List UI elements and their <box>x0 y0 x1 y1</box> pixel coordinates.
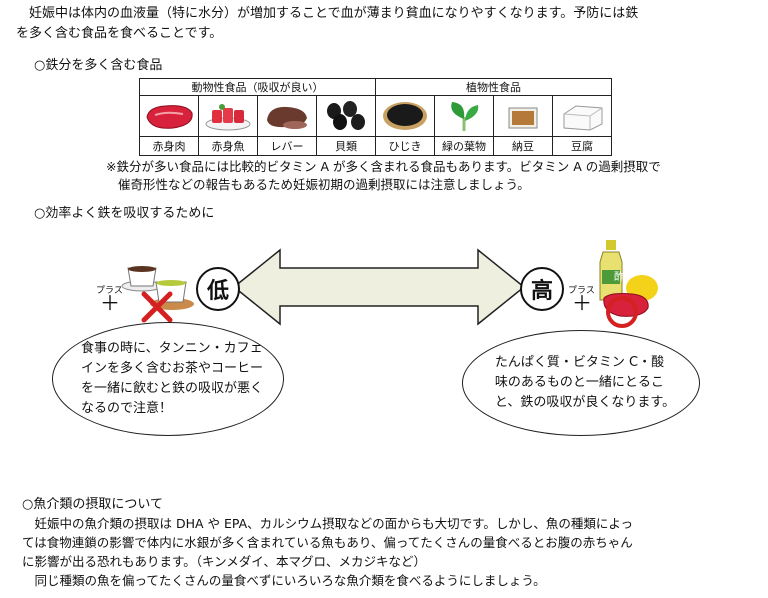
vinegar-lemon-meat-icon <box>599 240 658 328</box>
seafood-heading: ○魚介類の摂取について <box>22 497 163 512</box>
intro-line-1: 妊娠中は体内の血液量（特に水分）が増加することで血が薄まり貧血になりやすくなりま… <box>16 6 639 21</box>
intro-line-2: を多く含む食品を食べることです。 <box>16 26 223 41</box>
vitamin-a-note-line-2: 催奇形性などの報告もあるため妊娠初期の過剰摂取には注意しましょう。 <box>118 177 530 192</box>
seafood-line-1: 妊娠中の魚介類の摂取は DHA や EPA、カルシウム摂取などの面からも大切です… <box>22 516 634 531</box>
red-meat-icon <box>140 96 198 136</box>
low-bubble-line-4: なるので注意！ <box>80 401 172 416</box>
vinegar-label: 酢 <box>614 272 624 283</box>
plus-text-low: プラス <box>96 286 123 296</box>
plus-sign-high: ＋ <box>572 291 592 315</box>
hijiki-icon <box>376 96 434 136</box>
low-bubble-line-2: インを多く含むお茶やコーヒー <box>80 361 263 376</box>
low-absorption-bubble: 食事の時に、タンニン・カフェ インを多く含むお茶やコーヒー を一緒に飲むと鉄の吸… <box>52 322 284 436</box>
tea-coffee-icon <box>121 266 194 310</box>
low-bubble-line-1: 食事の時に、タンニン・カフェ <box>80 341 263 356</box>
tofu-icon <box>553 96 611 136</box>
seafood-line-3: に影響が出る恐れもあります。（キンメダイ、本マグロ、メカジキなど） <box>22 554 427 569</box>
high-badge: 高 <box>520 267 564 311</box>
plus-text-high: プラス <box>568 286 595 296</box>
liver-icon <box>258 96 316 136</box>
low-bubble-line-3: を一緒に飲むと鉄の吸収が悪く <box>80 381 263 396</box>
food-label-natto: 納豆 <box>493 136 553 156</box>
plant-foods-header: 植物性食品 <box>375 78 612 96</box>
seafood-line-4: 同じ種類の魚を偏ってたくさんの量食べずにいろいろな魚介類を食べるようにしましょう… <box>22 573 546 588</box>
natto-icon <box>494 96 552 136</box>
high-bubble-line-2: 味のあるものと一緒にとるこ <box>494 375 664 390</box>
clams-icon <box>317 96 375 136</box>
tuna-sashimi-icon <box>199 96 257 136</box>
seafood-line-2: ては食物連鎖の影響で体内に水銀が多く含まれている魚もあり、偏ってたくさんの量食べ… <box>22 535 633 550</box>
iron-foods-table: 動物性食品（吸収が良い） 植物性食品 赤身肉 赤身魚 レバー 貝類 ひじき 緑の… <box>139 78 612 156</box>
food-label-shellfish: 貝類 <box>316 136 376 156</box>
plus-sign-low: ＋ <box>100 291 120 315</box>
vitamin-a-note-line-1: ※鉄分が多い食品には比較的ビタミン A が多く含まれる食品もあります。ビタミン … <box>106 159 661 174</box>
food-label-tofu: 豆腐 <box>552 136 612 156</box>
high-bubble-line-3: と、鉄の吸収が良くなります。 <box>494 395 676 410</box>
iron-foods-heading: ○鉄分を多く含む食品 <box>34 58 163 73</box>
food-label-hijiki: ひじき <box>375 136 435 156</box>
cross-mark-icon <box>141 291 173 323</box>
low-badge: 低 <box>196 267 240 311</box>
food-label-greens: 緑の葉物 <box>434 136 494 156</box>
absorption-heading: ○効率よく鉄を吸収するために <box>34 206 215 221</box>
high-bubble-line-1: たんぱく質・ビタミン C・酸 <box>494 355 665 370</box>
leafy-greens-icon <box>435 96 493 136</box>
animal-foods-header: 動物性食品（吸収が良い） <box>139 78 376 96</box>
double-arrow <box>232 248 526 326</box>
food-label-red-meat: 赤身肉 <box>139 136 199 156</box>
food-label-liver: レバー <box>257 136 317 156</box>
food-label-red-fish: 赤身魚 <box>198 136 258 156</box>
high-absorption-bubble: たんぱく質・ビタミン C・酸 味のあるものと一緒にとるこ と、鉄の吸収が良くなり… <box>462 330 700 436</box>
